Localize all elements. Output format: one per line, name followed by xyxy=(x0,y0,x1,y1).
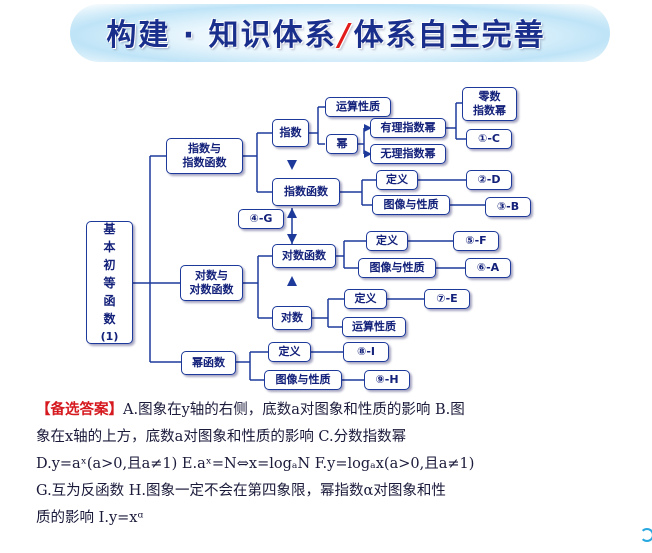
node-zero-neg-exponent: 零数 指数幂 xyxy=(462,87,517,121)
answer-header: 【备选答案】 xyxy=(36,401,123,418)
root-char: 基 xyxy=(103,221,116,236)
root-char: 函 xyxy=(103,293,116,308)
answer-text: A.图象在y轴的右侧，底数a对图象和性质的影响 B.图 xyxy=(123,402,465,418)
root-char: 等 xyxy=(103,275,116,290)
answer-line-2: 象在x轴的上方，底数a对图象和性质的影响 C.分数指数幂 xyxy=(36,429,407,445)
answer-options: 【备选答案】A.图象在y轴的右侧，底数a对图象和性质的影响 B.图 象在x轴的上… xyxy=(36,396,616,532)
node-blank-g: ④-G xyxy=(238,209,284,229)
node-blank-f: ⑤-F xyxy=(453,231,499,251)
title-banner xyxy=(70,4,610,62)
node-op-props-exp: 运算性质 xyxy=(325,97,391,117)
node-blank-e: ⑦-E xyxy=(424,289,470,309)
answer-line-1: 【备选答案】A.图象在y轴的右侧，底数a对图象和性质的影响 B.图 xyxy=(36,396,616,424)
answer-line-5: 质的影响 I.y=xᵅ xyxy=(36,510,144,526)
node-definition-log: 定义 xyxy=(366,231,408,251)
node-blank-i: ⑧-I xyxy=(343,342,389,362)
node-irrational-exponent: 无理指数幂 xyxy=(370,144,446,164)
node-definition-logarithm: 定义 xyxy=(344,289,387,309)
node-definition-power: 定义 xyxy=(268,342,311,362)
root-char: 初 xyxy=(103,257,116,272)
node-power: 幂 xyxy=(326,134,358,154)
node-op-props-log: 运算性质 xyxy=(342,317,406,337)
node-line: 对数函数 xyxy=(189,283,234,296)
page-title: 构建 · 知识体系/体系自主完善 xyxy=(0,10,652,54)
node-blank-c: ①-C xyxy=(466,129,512,149)
root-char: 数 xyxy=(103,311,116,326)
node-exp-and-exp-function: 指数与 指数函数 xyxy=(166,138,243,174)
node-graph-props-power: 图像与性质 xyxy=(264,370,342,390)
node-graph-props-exp: 图像与性质 xyxy=(372,195,450,215)
node-blank-b: ③-B xyxy=(485,197,531,217)
title-part1: 构建 · 知识体系 xyxy=(106,18,337,53)
node-rational-exponent: 有理指数幂 xyxy=(370,118,446,138)
root-char: (1) xyxy=(100,329,119,343)
root-char: 本 xyxy=(103,239,116,254)
node-line: 指数幂 xyxy=(473,104,506,117)
node-definition-exp: 定义 xyxy=(376,170,418,190)
node-power-function: 幂函数 xyxy=(181,351,236,375)
node-exponent: 指数 xyxy=(272,119,309,147)
node-blank-a: ⑥-A xyxy=(465,258,511,278)
node-blank-d: ②-D xyxy=(466,170,512,190)
node-exponential-function: 指数函数 xyxy=(272,178,340,206)
answer-line-4: G.互为反函数 H.图象一定不会在第四象限，幂指数α对图象和性 xyxy=(36,483,446,499)
node-blank-h: ⑨-H xyxy=(364,370,410,390)
node-line: 指数与 xyxy=(188,142,221,155)
title-slash: / xyxy=(338,18,352,53)
node-logarithmic-function: 对数函数 xyxy=(272,244,336,268)
node-line: 指数函数 xyxy=(182,156,227,169)
answer-line-3: D.y=aˣ(a>0,且a≠1) E.aˣ=N⇔x=logₐN F.y=logₐ… xyxy=(36,456,475,472)
root-node-basic-elementary-functions: 基 本 初 等 函 数 (1) xyxy=(86,221,133,344)
next-slide-icon[interactable] xyxy=(640,528,652,542)
node-log-and-log-function: 对数与 对数函数 xyxy=(180,265,243,301)
title-part2: 体系自主完善 xyxy=(353,18,546,53)
node-line: 对数与 xyxy=(195,269,228,282)
node-line: 零数 xyxy=(478,90,501,103)
node-graph-props-log: 图像与性质 xyxy=(358,258,436,278)
node-logarithm: 对数 xyxy=(272,306,312,330)
